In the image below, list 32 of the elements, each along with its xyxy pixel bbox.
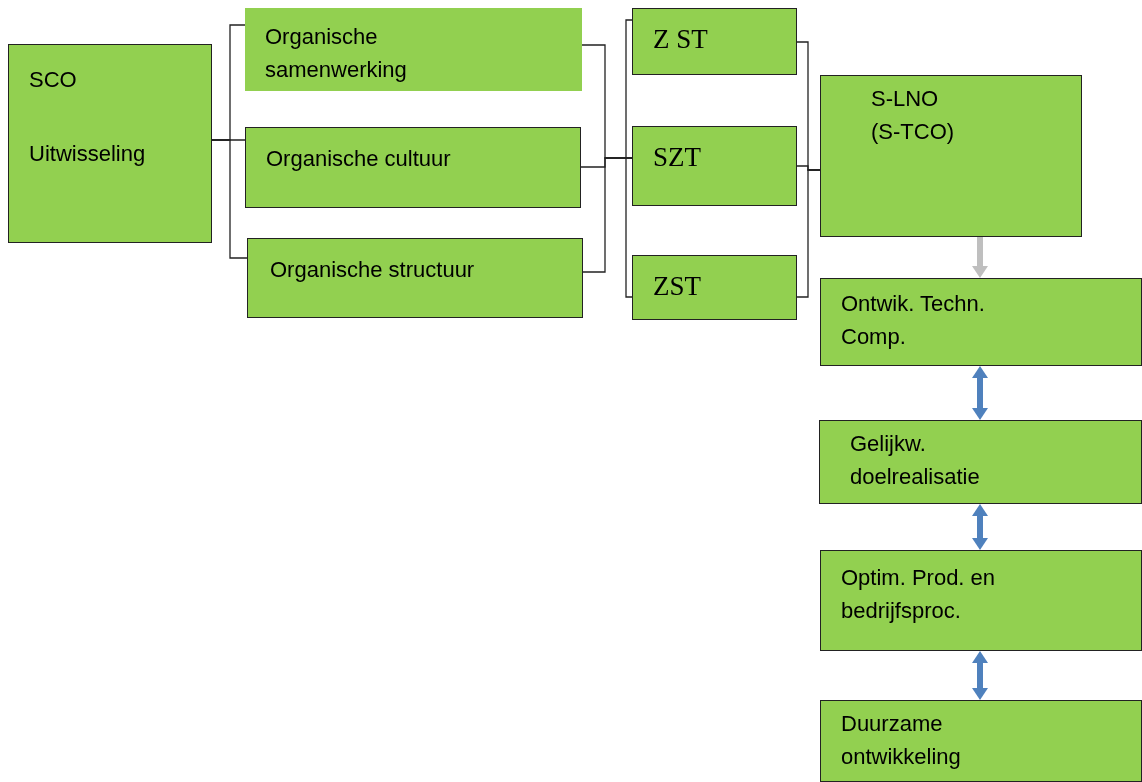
bracket-connector [796,169,821,298]
box-label: Duurzame ontwikkeling [841,710,962,771]
bracket-connector [582,157,633,273]
box-label: Gelijkw. doelrealisatie [850,430,981,491]
process-box [632,126,797,206]
process-box [245,8,582,91]
process-box [245,127,581,208]
process-box [820,700,1142,782]
box-label: S-LNO (S-TCO) [871,85,956,146]
bracket-connector [211,139,248,259]
process-box [632,255,797,320]
box-label: Z ST [653,23,709,56]
process-box [819,420,1142,504]
process-box [247,238,583,318]
box-label: Ontwik. Techn. Comp. [841,290,986,351]
block-arrow [974,504,986,550]
process-box [820,75,1082,237]
box-label: Organische structuur [270,256,476,284]
box-label: Uitwisseling [29,140,147,168]
process-box [820,278,1142,366]
box-label: ZST [653,270,702,303]
block-arrow [974,651,986,700]
box-label: Optim. Prod. en bedrijfsproc. [841,564,997,625]
box-label: SZT [653,141,702,174]
box-label: SCO [29,66,78,94]
block-arrow [974,366,986,420]
box-label: Organische cultuur [266,145,452,173]
block-arrow [974,237,986,278]
process-box [820,550,1142,651]
box-label: Organische samenwerking [265,23,408,84]
process-box [8,44,212,243]
process-box [632,8,797,75]
